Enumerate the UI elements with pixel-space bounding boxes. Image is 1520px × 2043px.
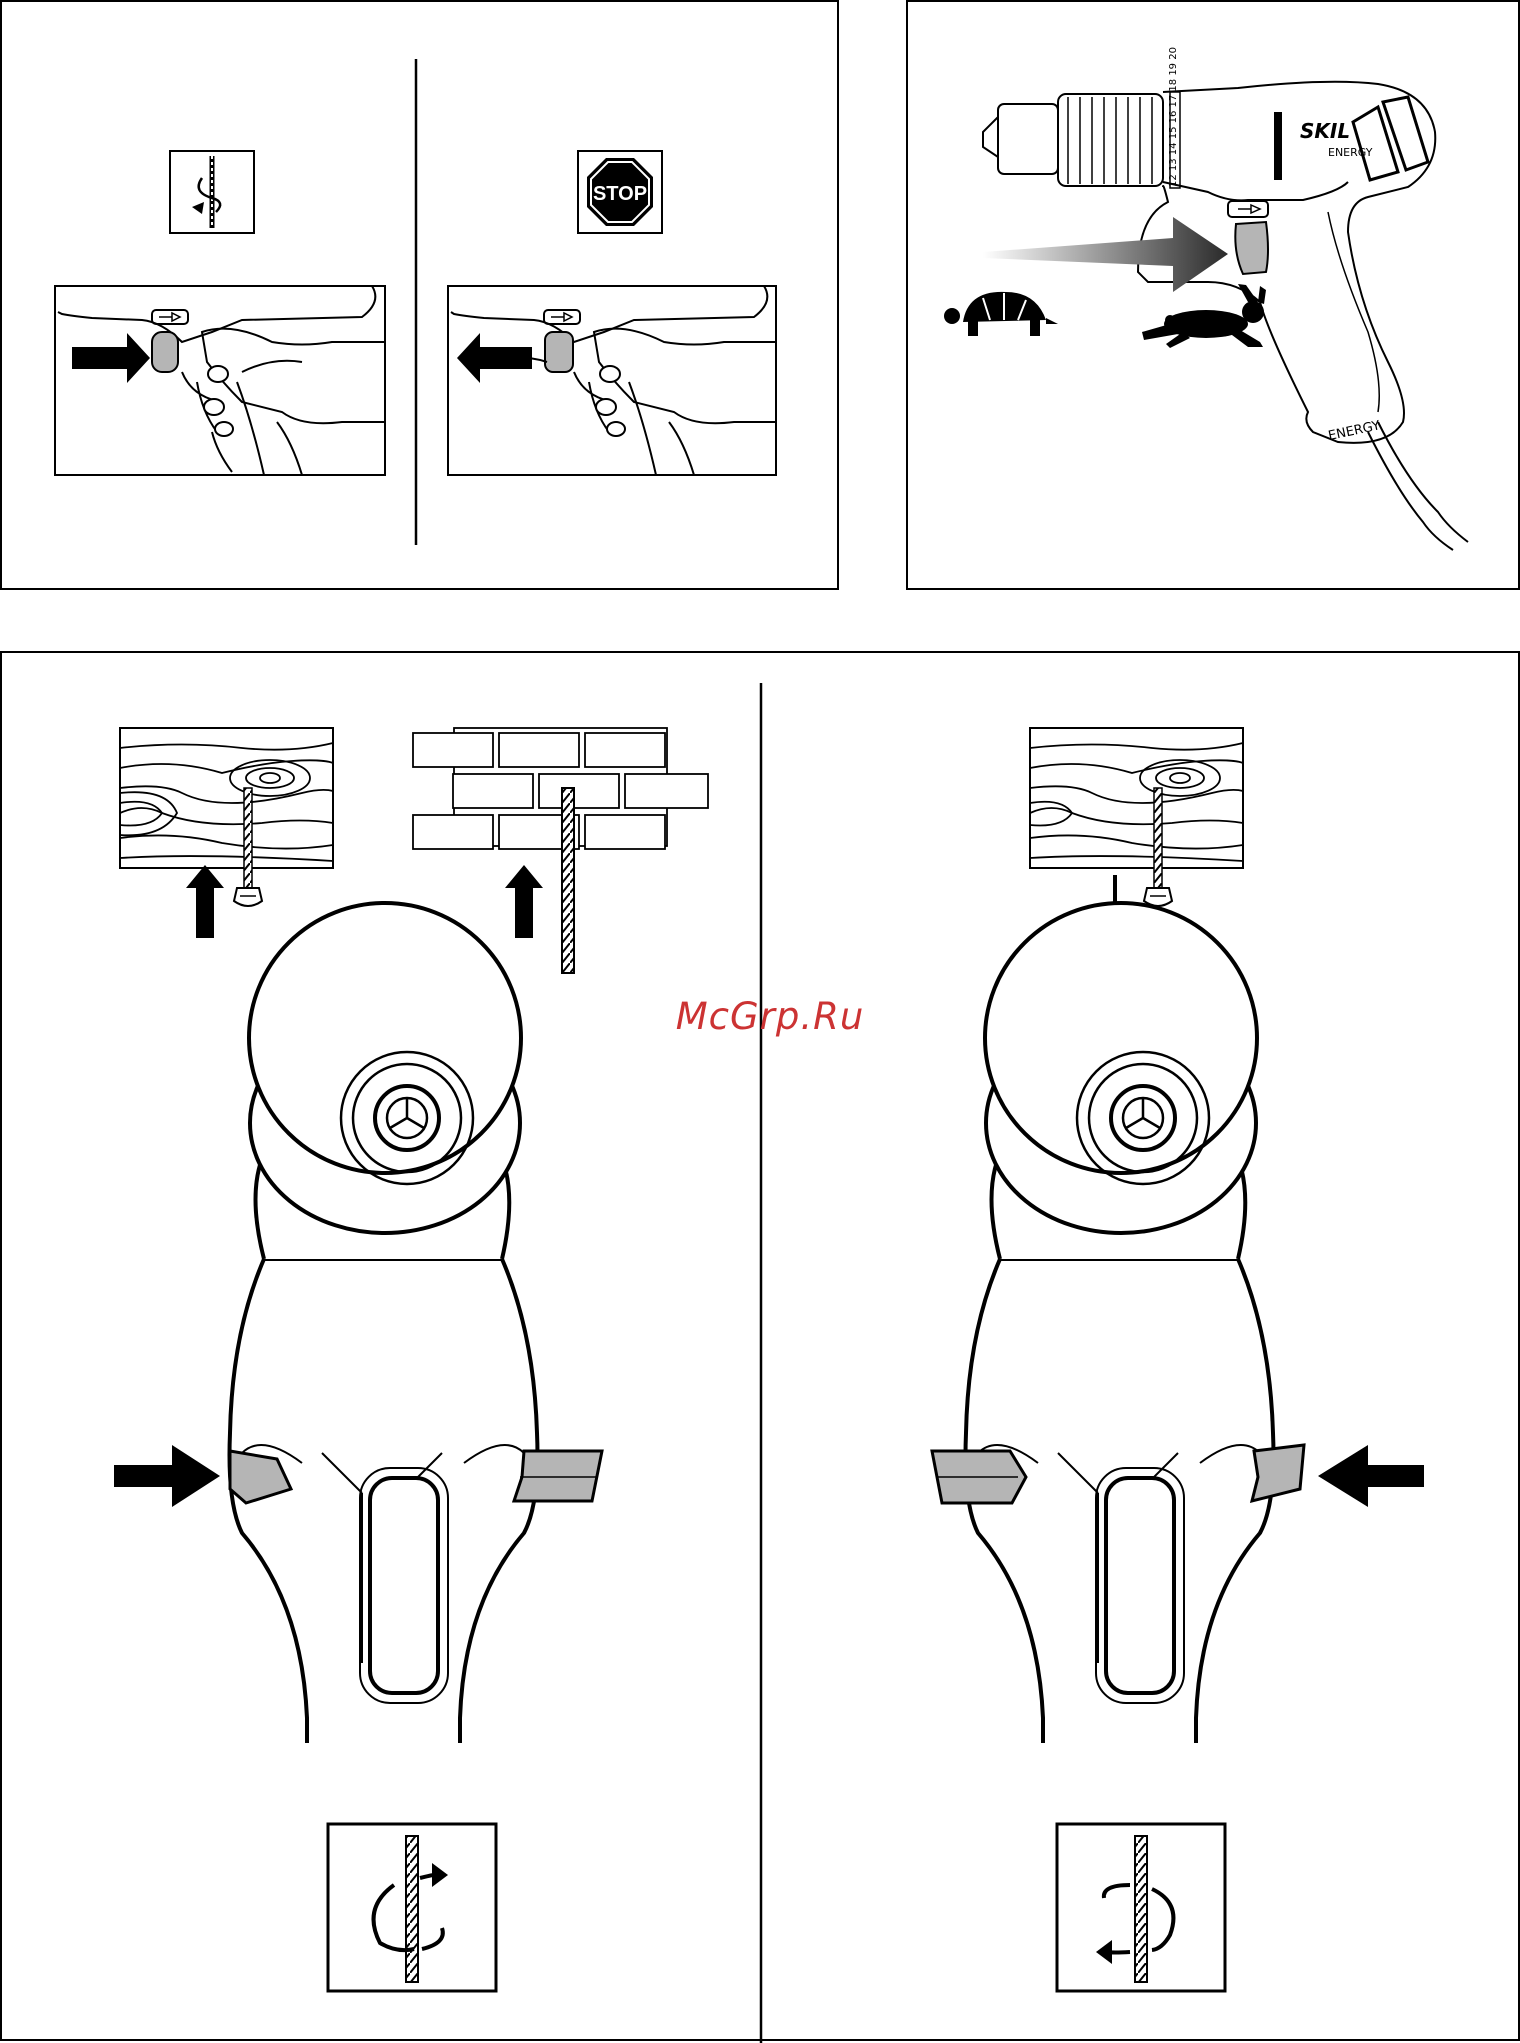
rotation-illustration [2, 653, 1520, 2043]
panel-rotation-direction [0, 651, 1520, 2041]
counterclockwise-rotation-icon [1057, 1824, 1225, 1991]
drill-chuck [983, 94, 1163, 186]
model-label: ENERGY [1328, 146, 1373, 159]
speed-dial-numbers: 12 13 14 15 16 17 18 19 20 [1168, 47, 1179, 187]
screw-in-arrow-icon [186, 865, 224, 938]
stop-sign-label: STOP [593, 183, 647, 205]
speed-illustration: 12 13 14 15 16 17 18 19 20 SKIL ENERGY E… [908, 2, 1520, 592]
speed-gradient-arrow [983, 217, 1228, 292]
wood-screw-in-icon [120, 728, 333, 938]
turtle-slow-icon [944, 292, 1058, 336]
push-arrow-right-icon [1318, 1445, 1424, 1507]
clockwise-rotation-icon [328, 1824, 496, 1991]
rotation-symbol-icon [170, 151, 254, 233]
reverse-switch-right-out [514, 1451, 602, 1501]
release-trigger-image [448, 286, 776, 475]
reverse-switch-right-pressed [1252, 1445, 1304, 1501]
trigger-icon [1235, 222, 1268, 274]
brand-label: SKIL [1300, 119, 1350, 143]
press-trigger-image [55, 286, 385, 475]
drill-in-arrow-icon [505, 865, 543, 938]
rabbit-fast-icon [1142, 284, 1266, 348]
trigger-illustration: STOP [2, 2, 841, 592]
panel-variable-speed: 12 13 14 15 16 17 18 19 20 SKIL ENERGY E… [906, 0, 1520, 590]
stop-sign-icon: STOP [578, 151, 662, 233]
push-arrow-left-icon [114, 1445, 220, 1507]
watermark: McGrp.Ru [660, 995, 880, 1038]
panel-trigger-operation: STOP [0, 0, 839, 590]
drill-badge-stripe [1274, 112, 1282, 180]
